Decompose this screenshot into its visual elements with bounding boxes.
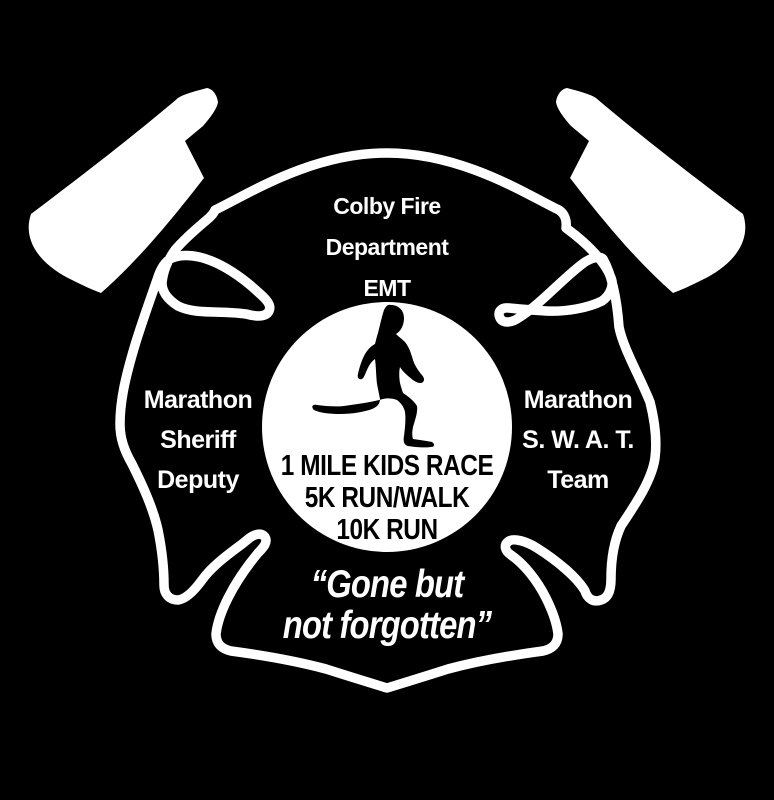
top-department-line1: Colby Fire	[333, 193, 441, 219]
left-department-line2: Sheriff	[160, 426, 236, 454]
motto-line1: “Gone but	[310, 563, 464, 606]
center-circle	[262, 302, 512, 552]
axe-left-icon	[28, 88, 218, 293]
race-events-label: 1 MILE KIDS RACE 5K RUN/WALK 10K RUN	[281, 450, 494, 546]
top-department-label: Colby Fire Department EMT	[326, 186, 449, 309]
right-department-line1: Marathon	[523, 386, 633, 414]
left-department-line3: Deputy	[157, 466, 239, 494]
axe-right-icon	[556, 88, 746, 293]
left-department-label: Marathon Sheriff Deputy	[144, 380, 253, 500]
race-event-line1: 1 MILE KIDS RACE	[280, 450, 494, 482]
race-event-line2: 5K RUN/WALK	[304, 482, 470, 514]
right-department-line2: S. W. A. T.	[522, 426, 634, 454]
top-department-line3: EMT	[363, 275, 411, 301]
top-department-line2: Department	[325, 234, 449, 260]
right-department-line3: Team	[547, 466, 609, 494]
left-department-line1: Marathon	[143, 386, 253, 414]
race-event-line3: 10K RUN	[336, 514, 438, 546]
motto-label: “Gone but not forgotten”	[282, 563, 492, 647]
runner-icon	[312, 304, 435, 448]
motto-line2: not forgotten”	[282, 604, 492, 647]
right-department-label: Marathon S. W. A. T. Team	[522, 380, 634, 500]
